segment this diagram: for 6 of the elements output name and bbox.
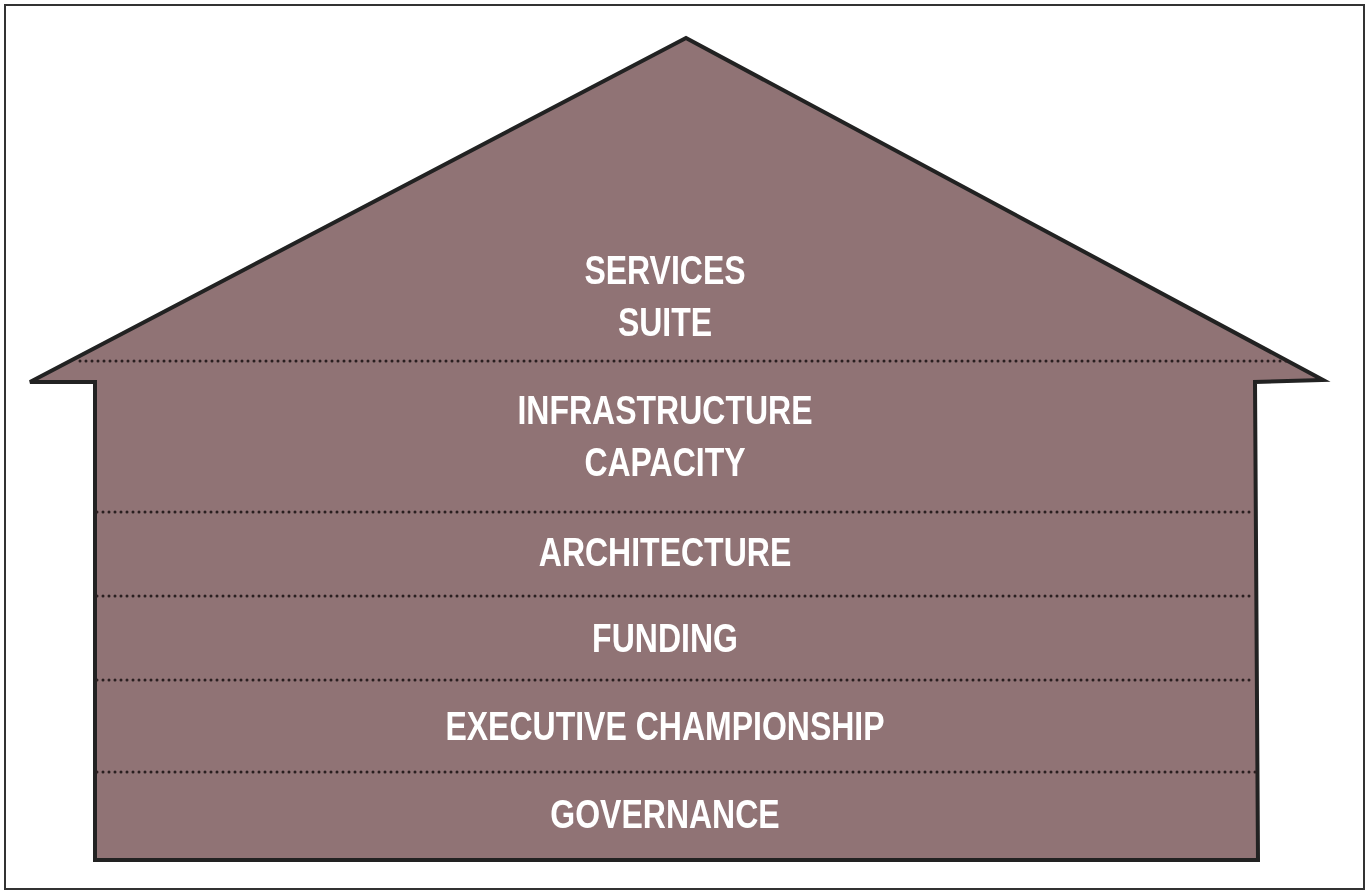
layer-label: INFRASTRUCTURE CAPACITY — [517, 384, 813, 488]
layer-label: ARCHITECTURE — [538, 526, 792, 578]
layer-label: FUNDING — [592, 612, 738, 664]
layer-label: SERVICES SUITE — [584, 244, 746, 348]
layer-label: EXECUTIVE CHAMPIONSHIP — [445, 700, 885, 752]
layer-label: GOVERNANCE — [550, 788, 780, 840]
